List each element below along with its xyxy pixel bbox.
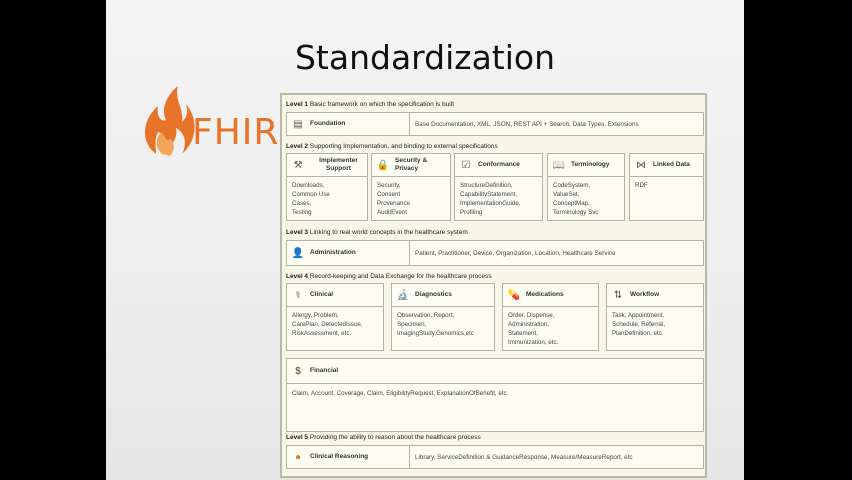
- clinical-box[interactable]: ⚕ Clinical Allergy, Problem, CarePlan, Det…: [286, 283, 384, 351]
- list-item: Observation, Report,: [397, 312, 455, 319]
- foundation-box[interactable]: ▤ Foundation Base Documentation, XML, JSO…: [286, 112, 704, 136]
- slide-title: Standardization: [294, 38, 556, 77]
- clinical-reasoning-desc: Library, ServiceDefinition & GuidanceRes…: [415, 453, 633, 461]
- list-item: RDF: [635, 182, 648, 189]
- list-item: ImagingStudy,Genomics,etc: [397, 330, 474, 337]
- fhir-logo-text: FHIR: [192, 112, 280, 153]
- list-item: Order, Dispense,: [508, 312, 555, 319]
- administration-title: Administration: [310, 249, 356, 256]
- list-item: Schedule, Referral,: [612, 321, 665, 328]
- list-item: Security,: [377, 182, 401, 189]
- conformance-box[interactable]: ☑ Conformance StructureDefinition, Capabil…: [454, 153, 543, 221]
- book-icon: 📖: [552, 159, 566, 171]
- list-item: ConceptMap,: [553, 200, 590, 207]
- list-item: StructureDefinition,: [460, 182, 513, 189]
- pills-icon: 💊: [507, 289, 521, 301]
- list-item: PlanDefinition, etc.: [612, 330, 664, 337]
- stethoscope-icon: ⚕: [295, 289, 301, 301]
- list-item: Allergy, Problem,: [292, 312, 339, 319]
- list-item: Task, Appointment,: [612, 312, 665, 319]
- clinical-reasoning-box[interactable]: ● Clinical Reasoning Library, ServiceDefi…: [286, 445, 704, 469]
- foundation-title: Foundation: [310, 120, 346, 127]
- list-item: RiskAssessment, etc.: [292, 330, 352, 337]
- list-item: CodeSystem,: [553, 182, 591, 189]
- list-item: Specimen,: [397, 321, 427, 328]
- financial-box[interactable]: $ Financial Claim, Account, Coverage, Cla…: [286, 358, 704, 432]
- foundation-desc: Base Documentation, XML, JSON, REST API …: [415, 120, 639, 128]
- document-icon: ▤: [293, 118, 303, 130]
- list-item: Statement,: [508, 330, 538, 337]
- administration-desc: Patient, Practitioner, Device, Organizat…: [415, 249, 616, 257]
- list-item: Downloads,: [292, 182, 325, 189]
- level-3-heading: Level 3 Linking to real world concepts i…: [286, 229, 468, 236]
- brain-icon: ●: [294, 451, 302, 463]
- list-item: AuditEvent: [377, 209, 407, 216]
- list-item: ImplementationGuide,: [460, 200, 521, 207]
- list-item: Testing: [292, 209, 312, 216]
- box-title: Terminology: [571, 161, 610, 168]
- list-item: Common Use: [292, 191, 330, 198]
- financial-title: Financial: [310, 367, 339, 374]
- dollar-icon: $: [295, 365, 301, 377]
- level-2-heading: Level 2 Supporting Implementation, and b…: [286, 143, 498, 150]
- list-item: Cases,: [292, 200, 312, 207]
- terminology-box[interactable]: 📖 Terminology CodeSystem, ValueSet, Concept…: [547, 153, 625, 221]
- diagnostics-box[interactable]: 🔬 Diagnostics Observation, Report, Specime…: [391, 283, 495, 351]
- box-title: Clinical: [310, 291, 334, 298]
- list-item: Terminology Svc: [553, 209, 599, 216]
- flowchart-icon: ⇅: [613, 289, 623, 301]
- medications-box[interactable]: 💊 Medications Order, Dispense, Administrat…: [502, 283, 599, 351]
- fhir-framework-diagram: Level 1 Basic framework on which the spe…: [280, 93, 707, 478]
- workflow-box[interactable]: ⇅ Workflow Task, Appointment, Schedule, Re…: [606, 283, 704, 351]
- box-title: Medications: [526, 291, 564, 298]
- list-item: ValueSet,: [553, 191, 580, 198]
- list-item: Administration,: [508, 321, 549, 328]
- box-title: Workflow: [630, 291, 660, 298]
- list-item: Consent: [377, 191, 401, 198]
- list-item: Immunization, etc.: [508, 339, 559, 346]
- box-title: Implementer Support: [319, 157, 358, 172]
- list-item: Profiling: [460, 209, 483, 216]
- box-title: Security & Privacy: [395, 157, 428, 172]
- list-item: Provenance: [377, 200, 411, 207]
- box-title: Diagnostics: [415, 291, 452, 298]
- tools-icon: ⚒: [293, 159, 303, 171]
- administration-box[interactable]: 👤 Administration Patient, Practitioner, D…: [286, 240, 704, 266]
- box-title: Conformance: [478, 161, 520, 168]
- clinical-reasoning-title: Clinical Reasoning: [310, 453, 369, 460]
- implementer-support-box[interactable]: ⚒ Implementer Support Downloads, Common Us…: [286, 153, 368, 221]
- list-item: CarePlan, DetectedIssue,: [292, 321, 363, 328]
- checklist-icon: ☑: [461, 159, 471, 171]
- slide: Standardization FHIR Level 1 Basic frame…: [106, 0, 744, 480]
- fhir-flame-logo: [144, 86, 195, 156]
- financial-desc: Claim, Account, Coverage, Claim, Eligibi…: [292, 390, 509, 397]
- level-5-heading: Level 5 Providing the ability to reason …: [286, 434, 481, 441]
- box-title: Linked Data: [653, 161, 690, 168]
- level-1-heading: Level 1 Basic framework on which the spe…: [286, 101, 455, 108]
- person-icon: 👤: [291, 247, 305, 259]
- lock-icon: 🔒: [376, 159, 390, 171]
- level-4-heading: Level 4 Record-keeping and Data Exchange…: [286, 273, 492, 280]
- microscope-icon: 🔬: [396, 289, 410, 301]
- list-item: CapabilityStatement,: [460, 191, 518, 198]
- graph-icon: ⋈: [636, 159, 646, 171]
- linked-data-box[interactable]: ⋈ Linked Data RDF: [629, 153, 704, 221]
